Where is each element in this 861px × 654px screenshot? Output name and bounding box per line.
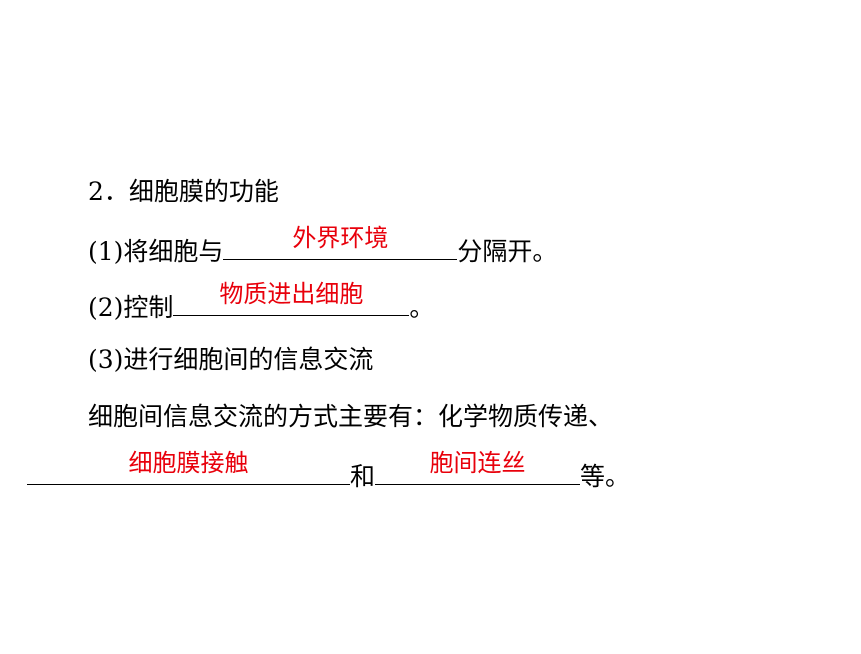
item-2-answer: 物质进出细胞 <box>219 280 364 308</box>
info-answer-1: 细胞膜接触 <box>128 449 249 477</box>
info-connector: 和 <box>350 462 376 491</box>
section-heading: 2．细胞膜的功能 <box>88 175 279 209</box>
info-answer-2: 胞间连丝 <box>429 449 526 477</box>
info-answer-line: 细胞膜接触 和 胞间连丝 等。 <box>27 449 631 491</box>
item-3-text: (3)进行细胞间的信息交流 <box>88 345 374 374</box>
item-1-answer: 外界环境 <box>292 224 389 252</box>
item-1-blank: 外界环境 <box>223 224 458 260</box>
heading-text: 2．细胞膜的功能 <box>88 177 279 206</box>
item-2-prefix: (2)控制 <box>88 293 174 322</box>
item-1-prefix: (1)将细胞与 <box>88 237 224 266</box>
info-blank-2: 胞间连丝 <box>375 449 581 485</box>
item-2-line: (2)控制 物质进出细胞 。 <box>88 280 435 322</box>
item-1-suffix: 分隔开。 <box>457 237 558 266</box>
info-blank-1: 细胞膜接触 <box>27 449 350 485</box>
item-1-line: (1)将细胞与 外界环境 分隔开。 <box>88 224 558 266</box>
item-2-suffix: 。 <box>409 293 435 322</box>
info-intro-line: 细胞间信息交流的方式主要有：化学物质传递、 <box>88 400 613 434</box>
item-3-line: (3)进行细胞间的信息交流 <box>88 343 373 377</box>
info-intro-text: 细胞间信息交流的方式主要有：化学物质传递、 <box>88 402 614 431</box>
item-2-blank: 物质进出细胞 <box>173 280 410 316</box>
info-suffix: 等。 <box>580 462 631 491</box>
